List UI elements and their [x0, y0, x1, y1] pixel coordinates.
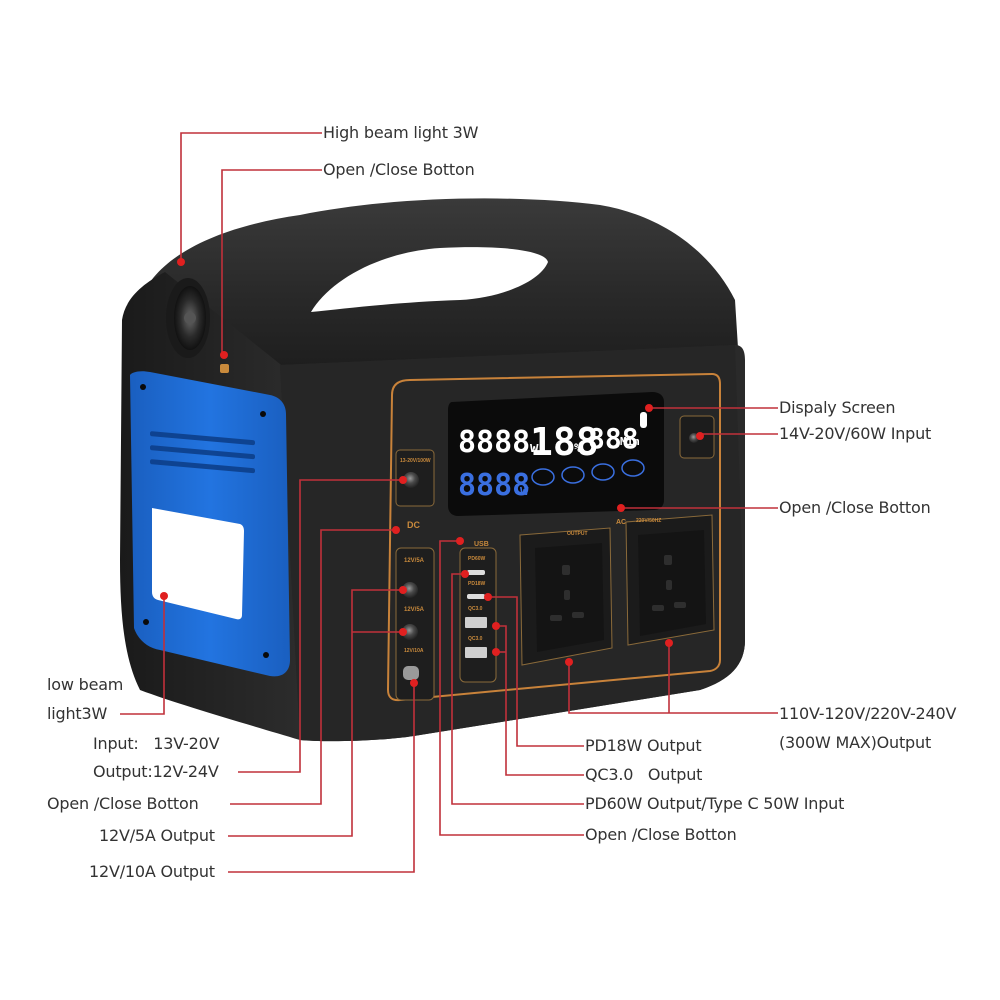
- lcd-power-out: 8888: [458, 425, 530, 460]
- lcd-usb-icon: [561, 466, 585, 484]
- high-beam-lamp: [166, 278, 210, 358]
- callout-low-beam-1: low beam: [47, 675, 124, 694]
- callout-pd60: PD60W Output/Type C 50W Input: [585, 794, 845, 813]
- svg-text:12V/5A: 12V/5A: [404, 607, 425, 613]
- side-vent-panel: [130, 371, 290, 677]
- callout-dc-output-range: Output:12V-24V: [93, 762, 219, 781]
- lcd-dc-icon: [531, 468, 555, 486]
- svg-text:OUTPUT: OUTPUT: [567, 531, 588, 537]
- svg-text:%: %: [574, 441, 582, 455]
- svg-text:AC: AC: [616, 519, 626, 526]
- callout-pd18: PD18W Output: [585, 736, 702, 755]
- callout-ac-output-1: 110V-120V/220V-240V: [779, 704, 957, 723]
- usb-port-group: USB PD60W PD18W QC3.0 QC3.0: [459, 541, 497, 683]
- svg-text:PD18W: PD18W: [468, 581, 486, 587]
- svg-text:12V/5A: 12V/5A: [404, 558, 425, 564]
- lcd-ac-icon: [591, 463, 615, 481]
- leader-lines: [120, 132, 778, 873]
- callout-dc-input-range: Input: 13V-20V: [93, 734, 220, 753]
- callout-low-beam-2: light3W: [47, 704, 108, 723]
- svg-text:QC3.0: QC3.0: [468, 636, 483, 642]
- callout-dc-button: Open /Close Botton: [47, 794, 199, 813]
- svg-text:DC: DC: [407, 520, 420, 530]
- svg-text:USB: USB: [474, 541, 489, 548]
- callout-ac-button: Open /Close Botton: [779, 498, 931, 517]
- handle-opening: [311, 247, 548, 312]
- callout-dots: [160, 258, 704, 687]
- ac-outlet-group: AC OUTPUT 220V/50HZ: [519, 514, 715, 666]
- callout-usb-button: Open /Close Botton: [585, 825, 737, 844]
- lamp-button: [220, 364, 229, 373]
- svg-text:w: w: [530, 440, 539, 456]
- lcd-display: 8888 w 188 % 888 Min 8888 w: [448, 392, 664, 516]
- low-beam-light: [152, 508, 244, 620]
- lcd-time: 888: [588, 422, 639, 455]
- svg-text:QC3.0: QC3.0: [468, 606, 483, 612]
- callout-qc3: QC3.0 Output: [585, 765, 703, 784]
- svg-text:w: w: [520, 483, 529, 499]
- dc-port-group: 13-20V/100W DC 12V/5A 12V/5A 12V/10A: [395, 449, 435, 701]
- callout-dc-input: 14V-20V/60W Input: [779, 424, 932, 443]
- lcd-light-icon: [621, 459, 645, 477]
- svg-text:Min: Min: [620, 435, 640, 448]
- callout-ac-output-2: (300W MAX)Output: [779, 733, 932, 752]
- svg-text:12V/10A: 12V/10A: [404, 648, 424, 654]
- callout-top-button: Open /Close Botton: [323, 160, 475, 179]
- callout-high-beam: High beam light 3W: [323, 123, 479, 142]
- lcd-power-in: 8888: [458, 468, 530, 503]
- svg-text:PD60W: PD60W: [468, 556, 486, 562]
- svg-text:13-20V/100W: 13-20V/100W: [400, 458, 431, 464]
- callout-12v10a: 12V/10A Output: [89, 862, 215, 881]
- lcd-battery: 188: [530, 420, 599, 464]
- callout-12v5a: 12V/5A Output: [99, 826, 215, 845]
- front-trim: [386, 372, 721, 702]
- callout-display-screen: Dispaly Screen: [779, 398, 896, 417]
- svg-text:220V/50HZ: 220V/50HZ: [636, 518, 661, 524]
